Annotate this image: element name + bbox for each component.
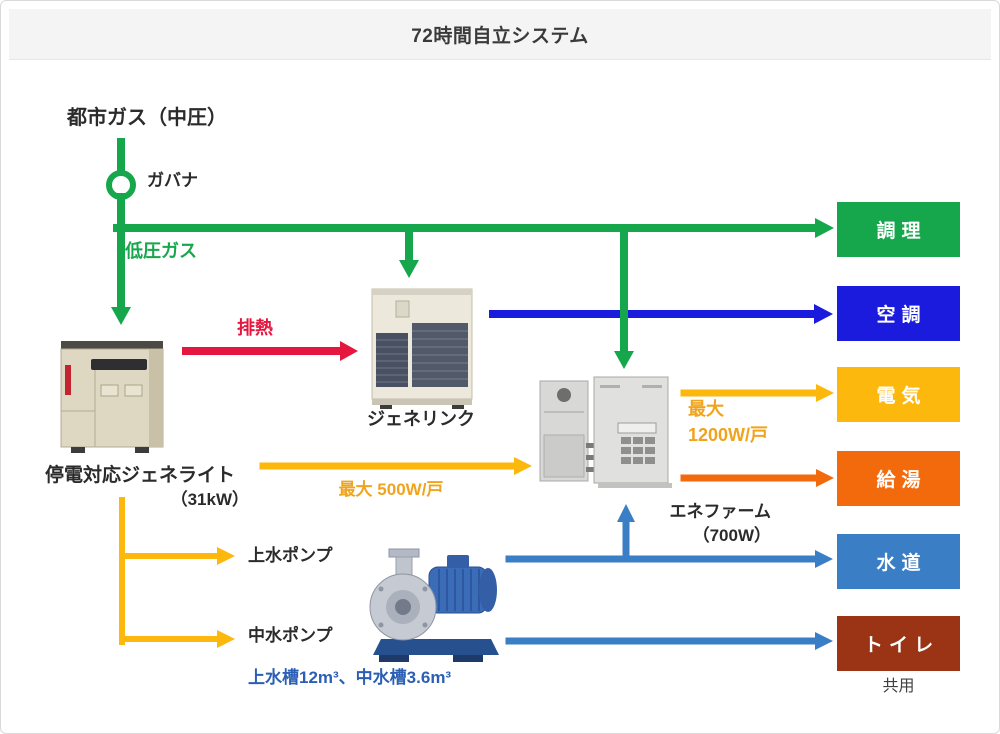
gray-water-pump-label: 中水ポンプ (248, 626, 333, 645)
exhaust-heat-arrow (182, 341, 358, 361)
low-pressure-gas-label: 低圧ガス (125, 241, 197, 261)
gas-to-genelite-arrow (111, 307, 131, 325)
hotwater-arrow (680, 469, 834, 487)
governor-label: ガバナ (147, 171, 198, 190)
power-500w-arrow (259, 457, 532, 475)
genelite-capacity-label: （31kW） (170, 490, 249, 509)
title-bar: 72時間自立システム (9, 9, 991, 60)
water-supply-line (505, 504, 833, 568)
power-1200w-arrow (680, 384, 834, 402)
clean-water-pump-label: 上水ポンプ (248, 546, 333, 565)
gas-to-genelink-arrow (399, 260, 419, 278)
page-title: 72時間自立システム (411, 25, 589, 47)
enefarm-capacity-label: （700W） (692, 526, 771, 545)
output-box-hotwater: 給湯 (837, 451, 960, 506)
enefarm-label: エネファーム (669, 502, 772, 521)
max-1200w-label-line1: 最大 (688, 399, 724, 419)
graywater-supply-line (505, 632, 833, 650)
genelink-image (371, 288, 473, 409)
gas-to-cooking-arrow (815, 218, 834, 238)
max-1200w-label-line2: 1200W/戸 (688, 425, 769, 445)
water-to-enefarm-branch (617, 504, 635, 522)
enefarm-image (539, 376, 672, 488)
gas-to-enefarm-arrow (614, 351, 634, 369)
max-500w-label: 最大 500W/戸 (338, 480, 444, 499)
output-box-cooking: 調理 (837, 202, 960, 257)
exhaust-heat-label: 排熱 (237, 318, 273, 338)
pump-image (369, 548, 499, 662)
city-gas-label: 都市ガス（中圧） (67, 107, 227, 129)
shared-use-label: 共用 (882, 678, 915, 695)
gas-supply-line (106, 138, 834, 369)
genelink-label: ジェネリンク (367, 409, 475, 429)
pump-power-lines (119, 497, 235, 648)
ac-supply-line (489, 304, 833, 324)
output-box-toilet: トイレ (837, 616, 960, 671)
genelite-image (60, 341, 164, 453)
output-box-electricity: 電気 (837, 367, 960, 422)
tank-capacity-label: 上水槽12m³、中水槽3.6m³ (248, 668, 452, 687)
genelite-label: 停電対応ジェネライト (45, 465, 236, 486)
output-box-water: 水道 (837, 534, 960, 589)
output-box-ac: 空調 (837, 286, 960, 341)
